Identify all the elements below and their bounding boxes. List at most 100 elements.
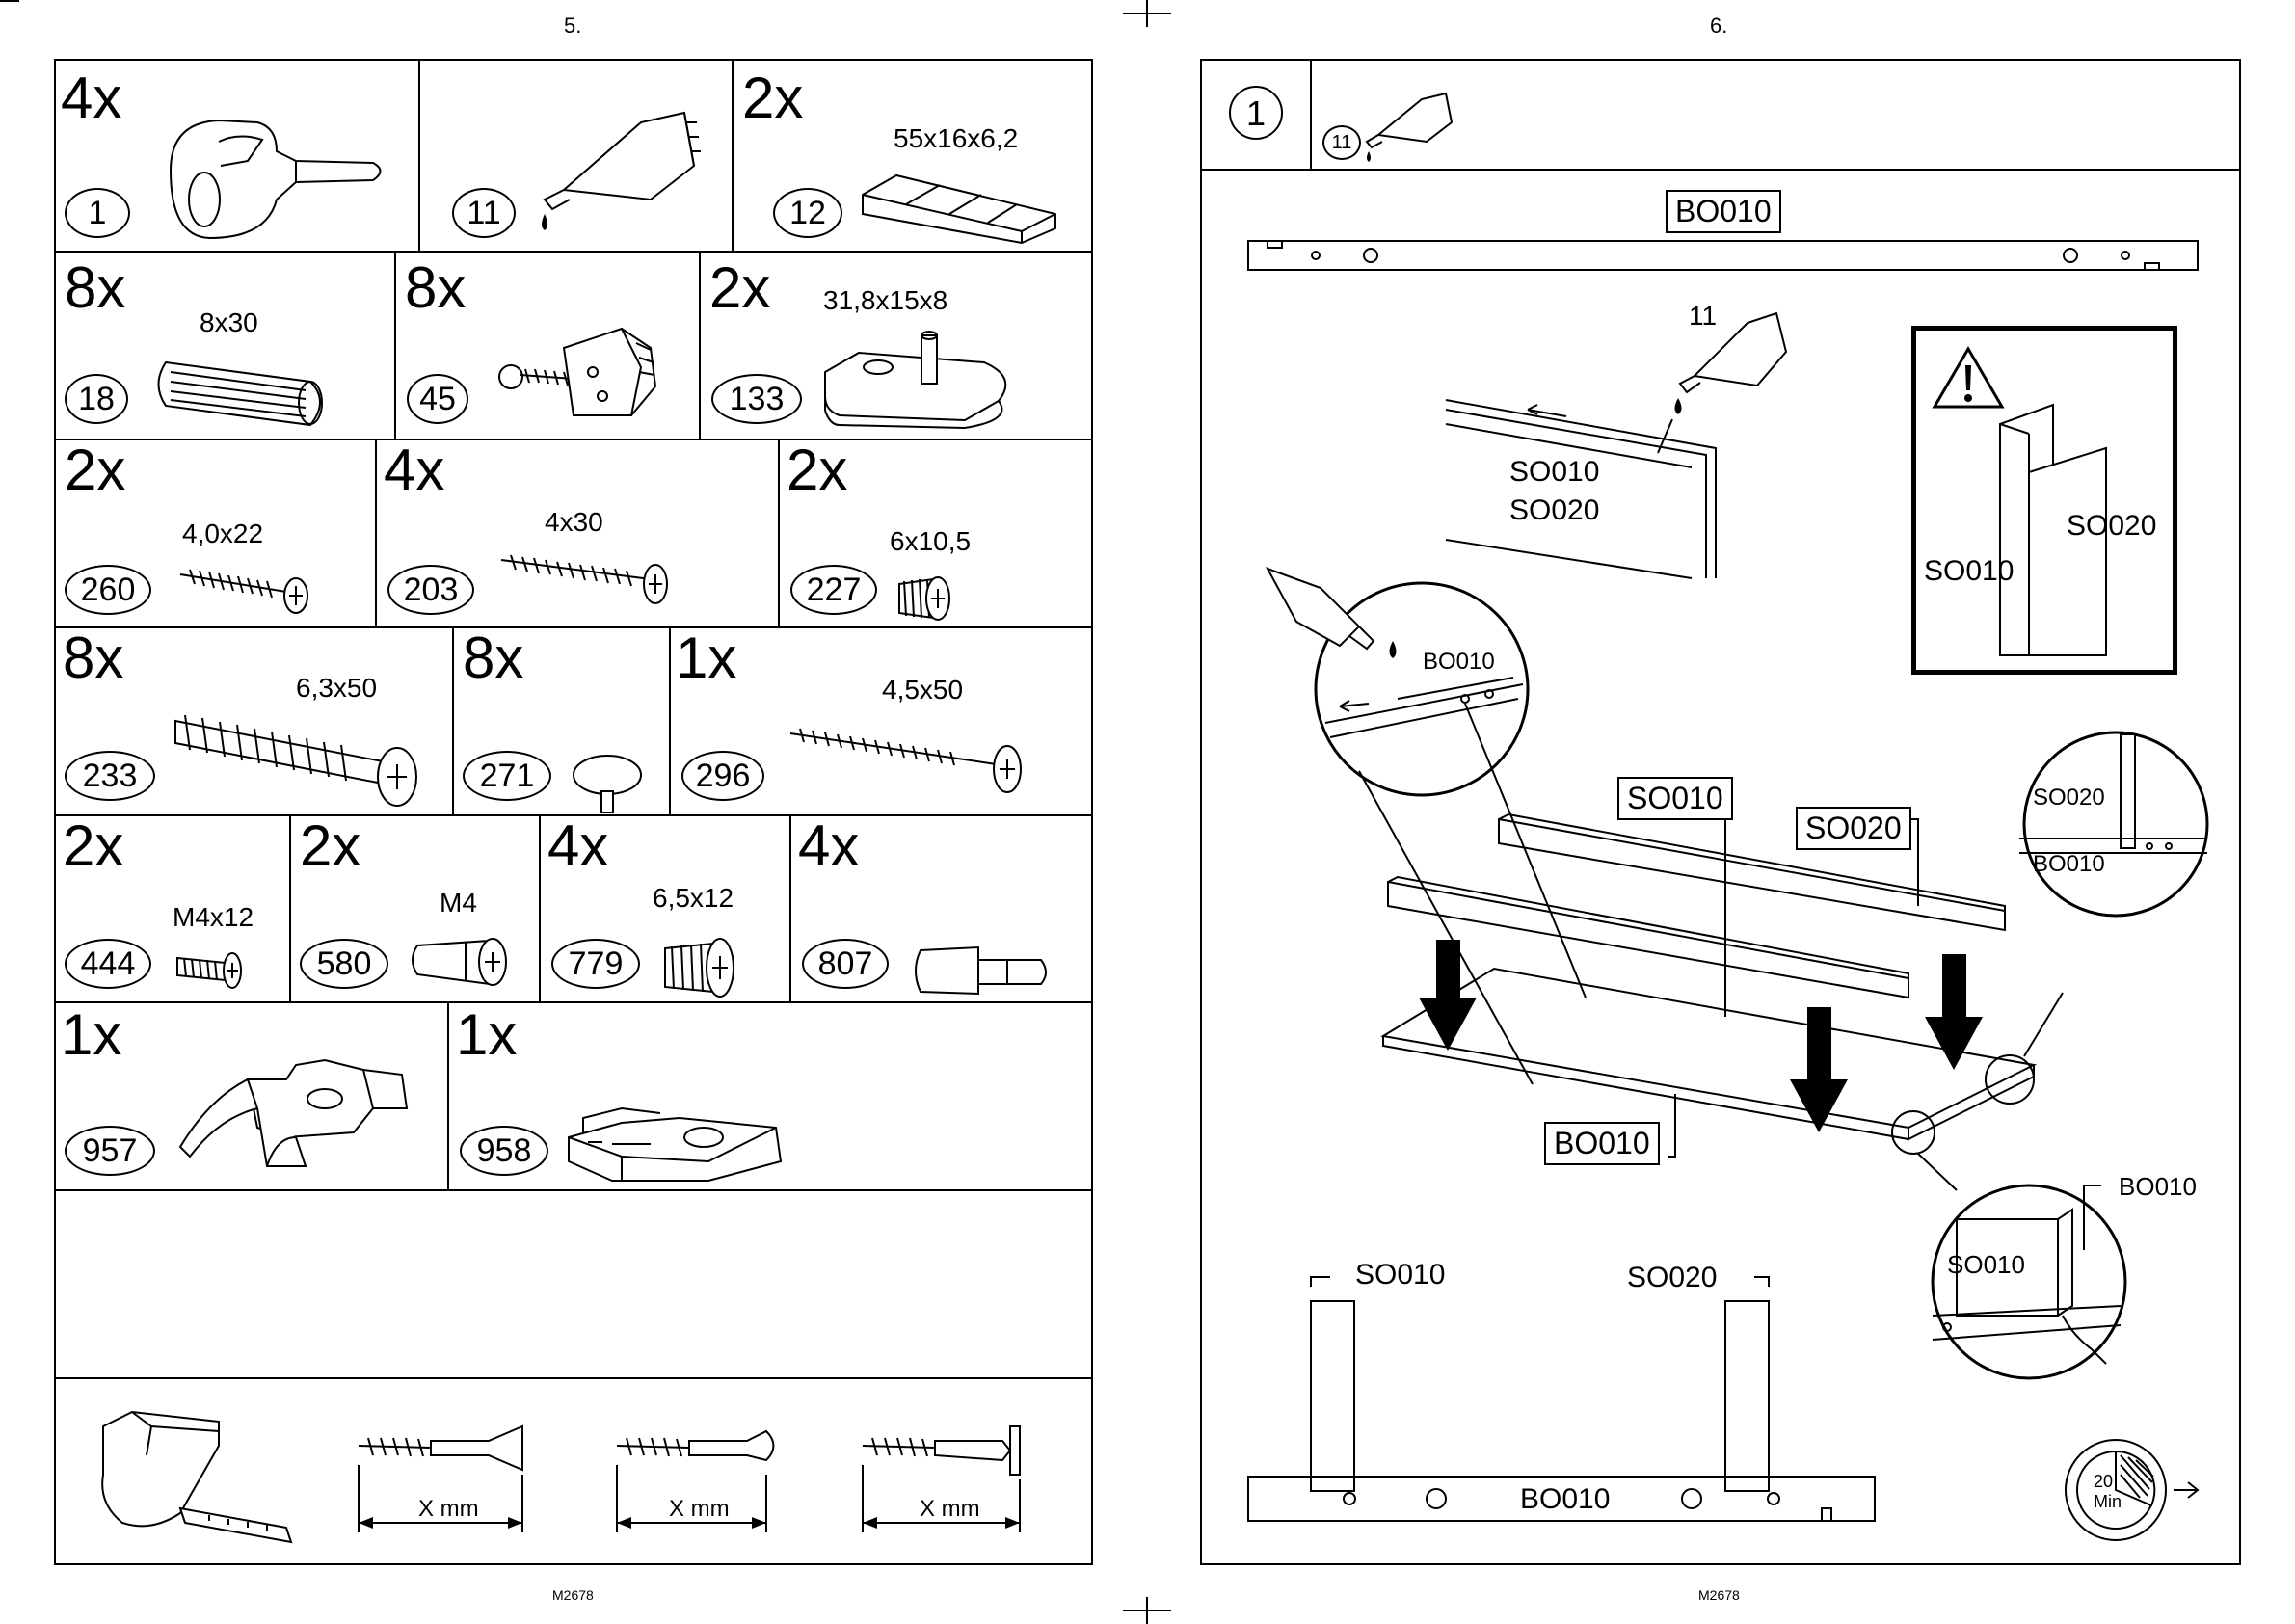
panel-label: SO020: [1509, 494, 1600, 526]
panel-label: SO010: [1947, 1250, 2025, 1279]
corner-bracket-icon: [498, 327, 657, 416]
board-label: BO010: [1514, 1483, 1616, 1516]
board-label: BO010: [1423, 649, 1495, 675]
cam-lock-housing-icon: [169, 119, 382, 240]
page-number: 5.: [564, 13, 582, 38]
measure-label: X mm: [920, 1496, 980, 1522]
page-number: 6.: [1710, 13, 1728, 38]
side-panel-glue-drawing: [1445, 399, 1717, 579]
page-footer: M2678: [552, 1587, 594, 1603]
part-cell: 1x 4,5x50 296: [670, 627, 1092, 815]
part-cell: 11: [419, 60, 733, 252]
panel-label: SO010: [1617, 777, 1733, 820]
part-cell: 2x 6x10,5 227: [779, 439, 1092, 627]
part-cell: 4x 807: [790, 815, 1092, 1002]
part-quantity: 2x: [300, 813, 361, 878]
part-cell: 2x 55x16x6,2 12: [733, 60, 1092, 252]
panel-label: SO020: [1796, 807, 1911, 850]
part-number: 133: [711, 374, 802, 424]
part-quantity: 2x: [709, 255, 771, 320]
part-dimension: 6,5x12: [653, 883, 734, 913]
glue-part-label: 11: [1689, 301, 1718, 331]
part-number: 260: [65, 565, 151, 615]
part-number: 203: [387, 565, 474, 615]
detail-leader: [2083, 1185, 2101, 1250]
part-quantity: 4x: [798, 813, 860, 878]
part-dimension: 4x30: [545, 507, 603, 537]
machine-screw-icon: [176, 952, 242, 989]
panel-label: SO010: [1509, 456, 1600, 488]
part-number: 1: [65, 188, 130, 238]
joint-detail-drawing: [1999, 403, 2107, 656]
glue-tube-icon: [1674, 311, 1788, 414]
glue-tube-icon: [1265, 567, 1397, 658]
threaded-insert-icon: [898, 576, 950, 621]
panel-label: SO010: [1924, 555, 2015, 587]
part-quantity: 1x: [61, 1002, 122, 1067]
part-cell: 1x 958: [448, 1002, 1092, 1190]
warning-box: [1911, 326, 2177, 675]
glue-tube-icon: [542, 111, 701, 230]
part-dimension: 6x10,5: [890, 526, 972, 556]
parts-list-panel: [54, 59, 1093, 1565]
assembly-drawing: [1358, 703, 2064, 1191]
board-label: BO010: [2119, 1172, 2197, 1201]
part-dimension: M4: [440, 888, 477, 918]
part-number: 296: [681, 751, 764, 801]
part-number: 271: [463, 751, 551, 801]
measure-label: X mm: [669, 1496, 730, 1522]
part-quantity: 8x: [65, 255, 126, 320]
part-number: 779: [551, 939, 640, 989]
part-cell: 4x 1: [55, 60, 419, 252]
confirmat-screw-icon: [174, 714, 417, 807]
part-quantity: 8x: [405, 255, 467, 320]
part-cell: 4x 4x30 203: [376, 439, 779, 627]
part-number: 12: [773, 188, 842, 238]
part-number: 444: [65, 939, 151, 989]
part-number: 11: [452, 188, 516, 238]
board-label: BO010: [1544, 1122, 1660, 1165]
top-board-drawing: [1247, 240, 2199, 271]
part-quantity: 4x: [384, 438, 445, 502]
part-number: 958: [460, 1126, 548, 1176]
part-dimension: 4,5x50: [882, 675, 964, 705]
tools-row: X mm X mm X mm: [55, 1378, 1092, 1564]
timer-icon: [2065, 1439, 2200, 1541]
warning-icon: [1932, 346, 2005, 409]
part-quantity: 1x: [676, 626, 737, 690]
slide-bracket-icon: [568, 1106, 783, 1182]
part-cell: 2x M4x12 444: [55, 815, 290, 1002]
part-cell: 8x 45: [395, 252, 700, 439]
measure-label: X mm: [418, 1496, 479, 1522]
part-number: 18: [65, 374, 128, 424]
euro-screw-icon: [664, 938, 734, 998]
corner-detail-circle: [1931, 1184, 2127, 1380]
part-number: 45: [407, 374, 468, 424]
connector-block-icon: [824, 331, 1007, 430]
board-label: BO010: [1666, 190, 1781, 233]
panel-label: SO020: [2067, 510, 2157, 542]
part-dimension: 55x16x6,2: [894, 123, 1019, 153]
part-cell: 8x 8x30 18: [55, 252, 395, 439]
step-number: 1: [1229, 86, 1283, 140]
part-cell: 2x 4,0x22 260: [55, 439, 376, 627]
part-quantity: 2x: [742, 66, 804, 130]
part-cell: 2x 31,8x15x8 133: [700, 252, 1092, 439]
countersunk-screw-icon: [358, 1424, 523, 1532]
panel-label: SO020: [1627, 1262, 1718, 1293]
part-quantity: 4x: [61, 66, 122, 130]
timer-unit: Min: [2094, 1492, 2122, 1511]
raised-head-screw-icon: [616, 1429, 775, 1532]
part-number: 957: [65, 1126, 155, 1176]
part-number: 233: [65, 751, 155, 801]
barrel-nut-icon: [412, 938, 507, 986]
part-quantity: 1x: [456, 1002, 518, 1067]
part-number: 227: [790, 565, 877, 615]
timer-value: 20: [2094, 1472, 2114, 1491]
part-cell: 1x 957: [55, 1002, 448, 1190]
glue-tube-icon: [1365, 92, 1454, 162]
panel-label: SO010: [1355, 1259, 1446, 1291]
part-quantity: 8x: [463, 626, 524, 690]
